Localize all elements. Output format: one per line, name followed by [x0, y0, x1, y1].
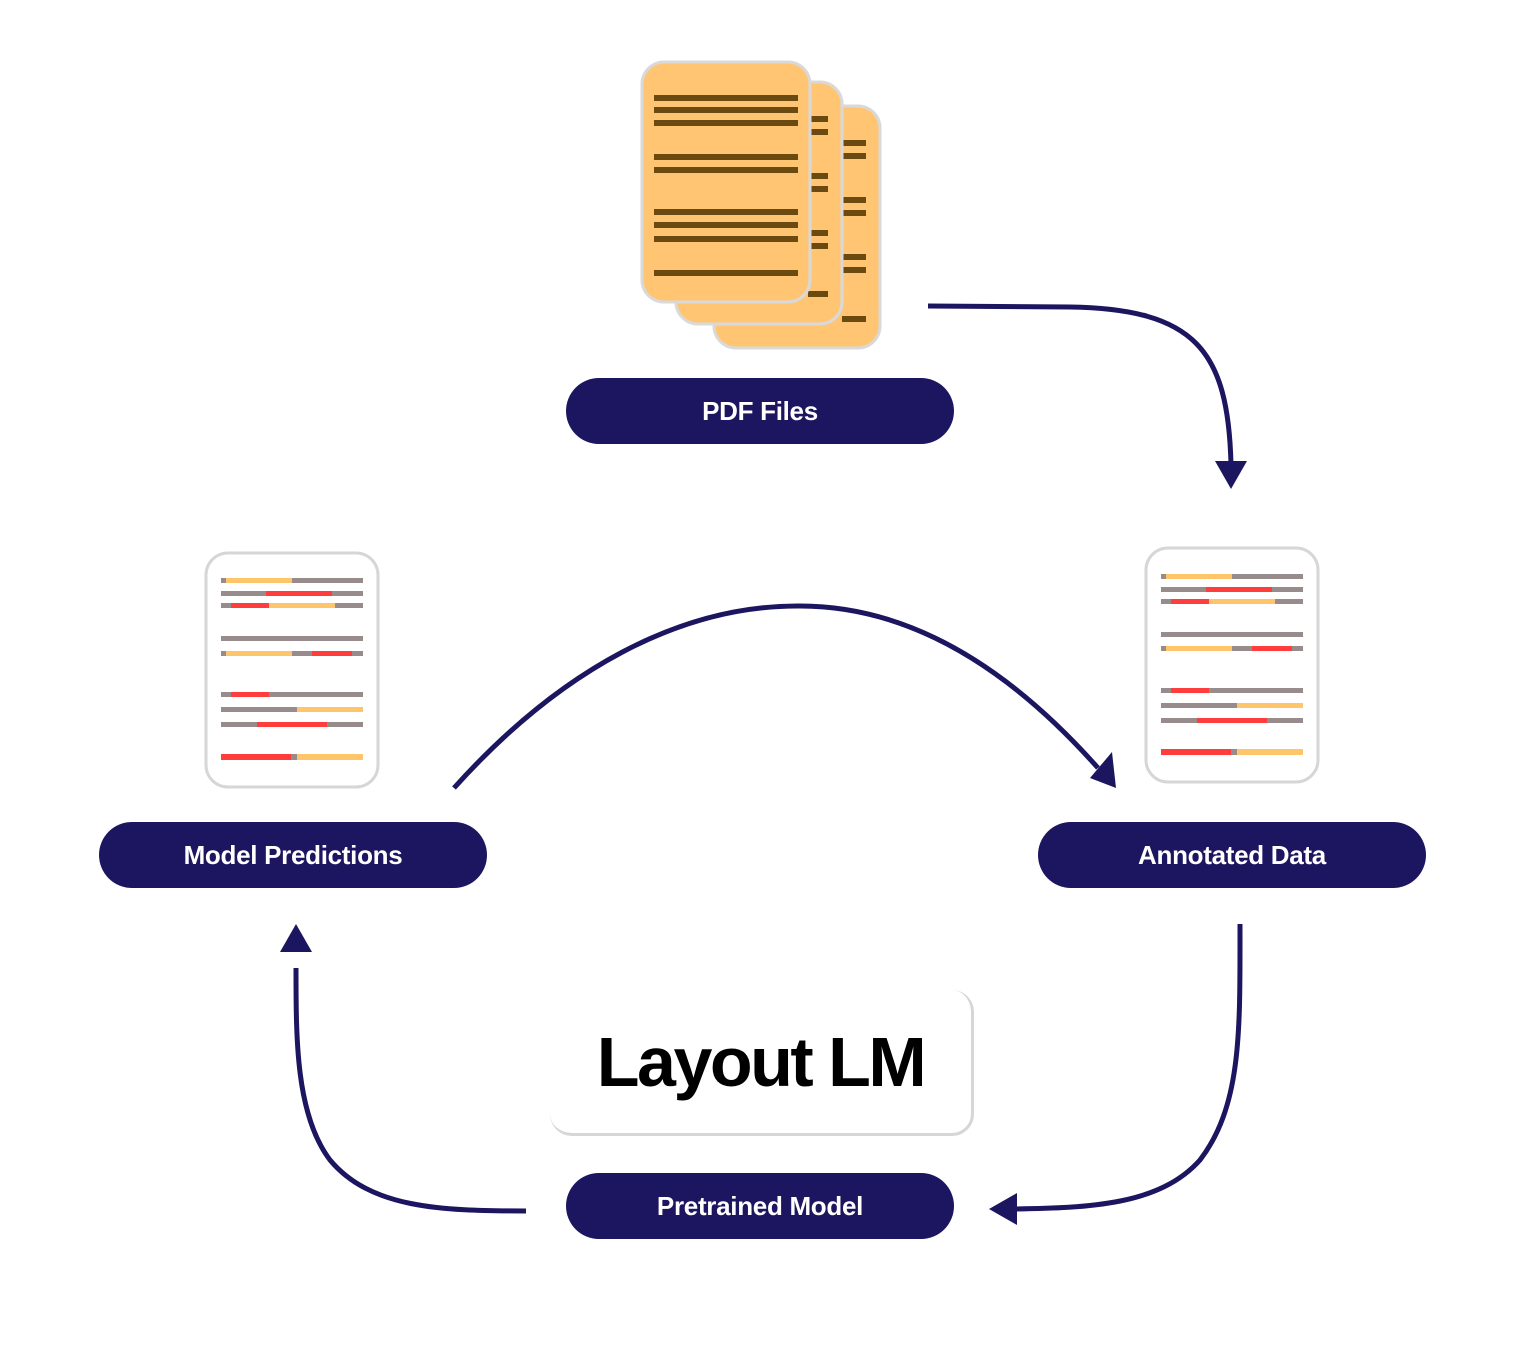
- diagram-title: Layout LM: [596, 1022, 927, 1101]
- annotated-data-label: Annotated Data: [1038, 822, 1426, 888]
- predictions-document-icon: [204, 551, 380, 789]
- arrowhead-left-icon: [989, 1193, 1017, 1225]
- model-predictions-text: Model Predictions: [183, 839, 403, 870]
- arrow-pretrained-to-predictions: [293, 967, 527, 1214]
- pretrained-model-text: Pretrained Model: [656, 1190, 864, 1221]
- pdf-files-text: PDF Files: [702, 395, 818, 426]
- arrowhead-down-right-icon: [1090, 752, 1116, 788]
- annotated-document-icon: [1144, 546, 1320, 784]
- annotated-data-text: Annotated Data: [1138, 839, 1326, 870]
- pdf-stack-icon: [640, 60, 882, 350]
- model-predictions-label: Model Predictions: [99, 822, 487, 888]
- arrow-annotated-to-pretrained: [1011, 923, 1243, 1212]
- arrowhead-up-icon: [280, 924, 312, 952]
- title-card: Layout LM: [550, 990, 974, 1136]
- arrow-pdf-to-annotated: [927, 303, 1234, 465]
- arrow-predictions-to-annotated: [452, 603, 1100, 790]
- arrowhead-down-icon: [1215, 461, 1247, 489]
- pretrained-model-label: Pretrained Model: [566, 1173, 954, 1239]
- pdf-files-label: PDF Files: [566, 378, 954, 444]
